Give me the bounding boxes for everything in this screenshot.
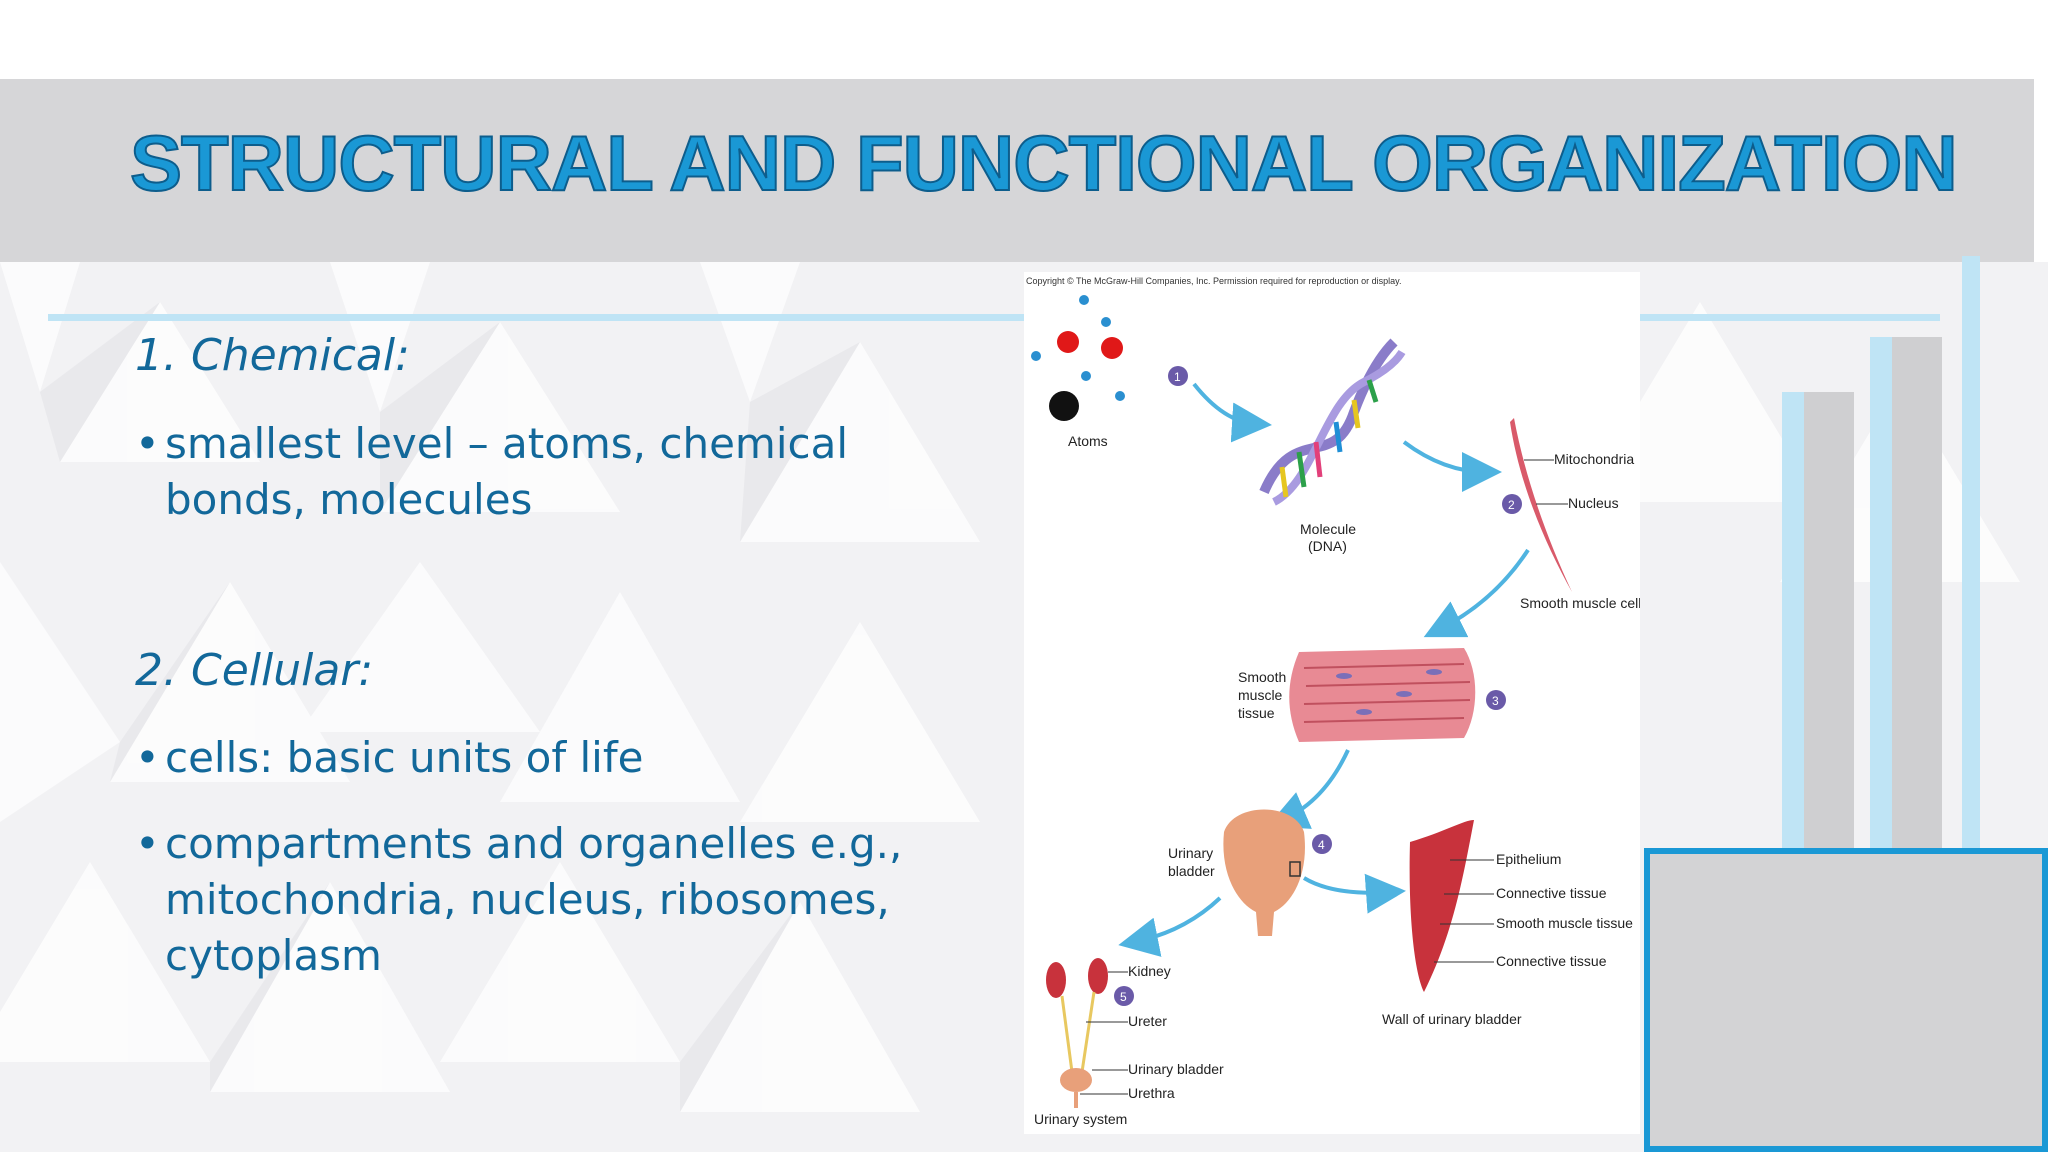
arrow-6 — [1118, 896, 1222, 957]
deco-bar-light-1 — [1782, 392, 1804, 848]
bullet-cellular-1: • cells: basic units of life — [135, 730, 1015, 786]
bullet-line: smallest level – atoms, chemical — [165, 419, 849, 468]
step-3-badge — [1486, 690, 1506, 710]
arrow-1 — [1192, 382, 1272, 443]
label-smooth-muscle-cell: Smooth muscle cell — [1520, 595, 1640, 611]
label-mitochondria: Mitochondria — [1554, 451, 1634, 467]
bullet-line: compartments and organelles e.g., — [165, 819, 903, 868]
bullet-line: cells: basic units of life — [165, 733, 644, 782]
deco-bar-light-2 — [1870, 337, 1892, 848]
label-tissue-1: Smooth — [1238, 669, 1286, 685]
accent-line-right — [1640, 314, 1940, 321]
label-urinary-bladder: Urinary bladder — [1128, 1061, 1224, 1077]
deco-bar-gray-1 — [1804, 392, 1854, 848]
label-bladder-1: Urinary — [1168, 845, 1213, 861]
accent-line-left — [48, 314, 1024, 321]
bullet-dot: • — [135, 733, 160, 782]
label-wall: Wall of urinary bladder — [1382, 1011, 1522, 1027]
bullet-line: bonds, molecules — [165, 475, 533, 524]
deco-bar-gray-2 — [1892, 337, 1942, 848]
bullet-dot: • — [135, 419, 160, 468]
label-nucleus: Nucleus — [1568, 495, 1619, 511]
title-band — [0, 79, 2034, 262]
bullet-dot: • — [135, 819, 160, 868]
urinary-system-illustration — [1046, 958, 1108, 1108]
deco-bar-light-3 — [1962, 256, 1980, 848]
section-heading-cellular: 2. Cellular: — [135, 645, 374, 696]
bladder-detail-box — [1289, 861, 1301, 877]
label-ureter: Ureter — [1128, 1013, 1167, 1029]
label-connective-tissue-2: Connective tissue — [1496, 953, 1607, 969]
label-kidney: Kidney — [1128, 963, 1171, 979]
bladder-wall-illustration — [1409, 820, 1474, 992]
bullet-line: mitochondria, nucleus, ribosomes, — [165, 875, 890, 924]
bullet-cellular-2: • compartments and organelles e.g., mito… — [135, 816, 1015, 984]
arrow-4 — [1267, 749, 1350, 829]
step-1-number: 1 — [1174, 370, 1181, 384]
levels-diagram: Copyright © The McGraw-Hill Companies, I… — [1026, 276, 1641, 1127]
label-tissue-2: muscle — [1238, 687, 1283, 703]
step-5-number: 5 — [1120, 990, 1127, 1004]
label-molecule-sub: (DNA) — [1308, 538, 1347, 554]
step-2-number: 2 — [1508, 498, 1515, 512]
step-4-number: 4 — [1318, 838, 1325, 852]
arrow-2 — [1402, 440, 1502, 492]
bladder-illustration — [1223, 809, 1305, 936]
label-tissue-3: tissue — [1238, 705, 1275, 721]
label-urinary-system: Urinary system — [1034, 1111, 1127, 1127]
slide-title: STRUCTURAL AND FUNCTIONAL ORGANIZATION — [129, 118, 1959, 208]
step-1-badge — [1168, 366, 1188, 386]
label-atoms: Atoms — [1068, 433, 1108, 449]
bullet-chemical-1: • smallest level – atoms, chemical bonds… — [135, 416, 1015, 528]
section-heading-chemical: 1. Chemical: — [135, 330, 410, 381]
label-smooth-muscle-tissue: Smooth muscle tissue — [1496, 915, 1633, 931]
bullet-line: cytoplasm — [165, 931, 382, 980]
step-5-badge — [1114, 986, 1134, 1006]
dna-illustration — [1259, 338, 1406, 506]
label-epithelium: Epithelium — [1496, 851, 1561, 867]
arrow-3 — [1423, 548, 1530, 638]
arrow-5 — [1302, 873, 1406, 914]
label-bladder-2: bladder — [1168, 863, 1215, 879]
step-4-badge — [1312, 834, 1332, 854]
muscle-cell-illustration — [1510, 418, 1572, 592]
organization-figure: Copyright © The McGraw-Hill Companies, I… — [1024, 272, 1641, 1134]
label-molecule: Molecule — [1300, 521, 1356, 537]
label-urethra: Urethra — [1128, 1085, 1175, 1101]
copyright-text: Copyright © The McGraw-Hill Companies, I… — [1026, 276, 1401, 286]
step-3-number: 3 — [1492, 694, 1499, 708]
triangle-pattern — [0, 262, 2020, 1112]
atoms-illustration — [1031, 295, 1125, 421]
label-connective-tissue-1: Connective tissue — [1496, 885, 1607, 901]
muscle-tissue-illustration — [1289, 648, 1476, 742]
step-2-badge — [1502, 494, 1522, 514]
corner-box — [1644, 848, 2048, 1152]
